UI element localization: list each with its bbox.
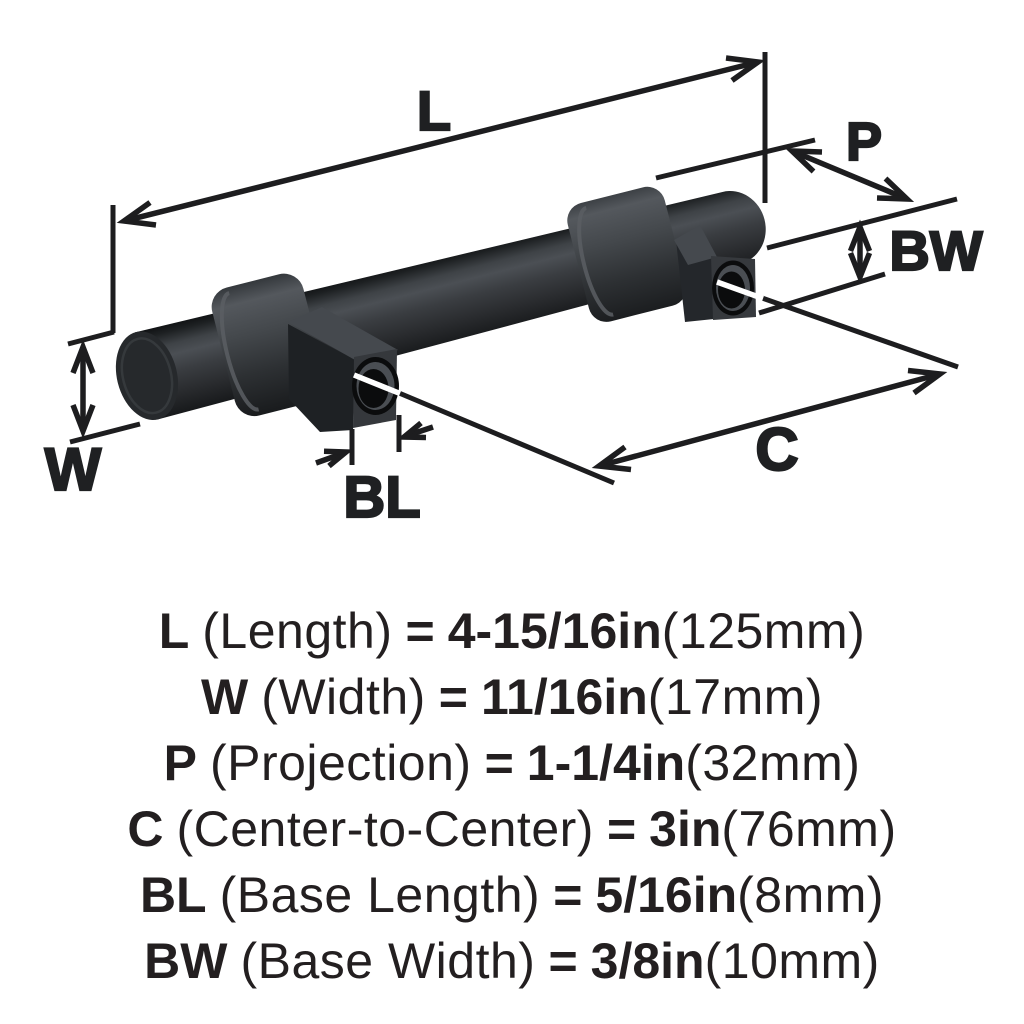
dimension-projection: P — [655, 111, 915, 202]
c-leader-left — [398, 390, 615, 486]
bw-arrowhead-top-icon — [847, 219, 873, 253]
right-collar — [567, 186, 687, 322]
spec-name: (Base Width) — [240, 933, 536, 989]
bw-label: BW — [889, 219, 982, 282]
spec-value: 4-15/16in — [447, 603, 662, 659]
spec-symbol: P — [163, 735, 197, 791]
spec-row-length: L(Length)=4-15/16in(125mm) — [0, 598, 1024, 664]
spec-equals: = — [484, 735, 514, 791]
left-post-top-face — [288, 307, 398, 360]
spec-value: 11/16in — [481, 669, 648, 725]
spec-equals: = — [548, 933, 578, 989]
spec-name: (Width) — [261, 669, 426, 725]
spec-symbol: W — [200, 669, 249, 725]
l-arrowhead-left-icon — [116, 200, 157, 228]
c-label: C — [755, 416, 798, 483]
spec-symbol: C — [127, 801, 164, 857]
spec-row-width: W(Width)=11/16in(17mm) — [0, 664, 1024, 730]
l-arrowhead-right-icon — [725, 55, 766, 83]
spec-value: 3/8in — [590, 933, 705, 989]
c-leader-left-inner — [352, 372, 402, 397]
dimension-base-width: BW — [758, 196, 984, 316]
spec-equals: = — [553, 867, 583, 923]
left-collar-rim-highlight — [219, 291, 260, 412]
spec-metric: (8mm) — [737, 867, 885, 923]
bar-end-cap-chamfer — [120, 337, 174, 415]
c-leader-right — [761, 295, 959, 370]
spec-name: (Projection) — [209, 735, 472, 791]
spec-value: 3in — [649, 801, 722, 857]
p-arrowhead-left-icon — [784, 148, 823, 174]
c-leader-right-inner — [716, 279, 764, 302]
bl-label: BL — [343, 465, 420, 530]
spec-symbol: L — [158, 603, 190, 659]
spec-metric: (125mm) — [661, 603, 866, 659]
spec-symbol: BW — [144, 933, 228, 989]
p-label: P — [846, 112, 882, 172]
p-extension-line — [655, 137, 816, 181]
p-dimension-line — [790, 148, 909, 202]
bw-arrowhead-bottom-icon — [847, 251, 873, 285]
spec-value: 5/16in — [595, 867, 738, 923]
bl-arrowhead-right-icon — [396, 420, 427, 441]
w-tick-top — [67, 329, 115, 347]
bl-arrowhead-left-icon — [323, 448, 354, 469]
w-label: W — [45, 436, 102, 503]
spec-list: L(Length)=4-15/16in(125mm) W(Width)=11/1… — [0, 598, 1024, 994]
spec-equals: = — [606, 801, 637, 857]
c-arrowhead-left-icon — [591, 444, 632, 473]
spec-metric: (17mm) — [647, 669, 824, 725]
dimension-center-to-center: C — [352, 279, 959, 486]
dimension-length: L — [110, 52, 768, 333]
spec-row-base-width: BW(Base Width)=3/8in(10mm) — [0, 928, 1024, 994]
spec-row-base-length: BL(Base Length)=5/16in(8mm) — [0, 862, 1024, 928]
c-arrowhead-right-icon — [907, 367, 948, 396]
spec-metric: (32mm) — [685, 735, 861, 791]
right-collar-rim-highlight — [577, 205, 614, 317]
spec-symbol: BL — [139, 867, 207, 923]
spec-equals: = — [438, 669, 468, 725]
w-arrowhead-top-icon — [70, 339, 96, 374]
l-dimension-line — [123, 59, 759, 224]
l-label: L — [417, 79, 451, 142]
dimension-width: W — [44, 329, 141, 504]
spec-value: 1-1/4in — [526, 735, 686, 791]
p-arrowhead-right-icon — [876, 176, 915, 202]
left-post-side-face — [288, 324, 355, 432]
bw-extension-line-top — [766, 196, 958, 251]
w-tick-bottom — [69, 421, 141, 445]
spec-equals: = — [405, 603, 435, 659]
spec-name: (Base Length) — [219, 867, 541, 923]
spec-name: (Center-to-Center) — [176, 801, 594, 857]
spec-metric: (76mm) — [721, 801, 897, 857]
spec-row-projection: P(Projection)=1-1/4in(32mm) — [0, 730, 1024, 796]
spec-row-center-to-center: C(Center-to-Center)=3in(76mm) — [0, 796, 1024, 862]
spec-metric: (10mm) — [704, 933, 880, 989]
spec-name: (Length) — [202, 603, 393, 659]
c-dimension-line — [598, 371, 941, 469]
w-arrowhead-bottom-icon — [70, 404, 96, 439]
bw-extension-line-bottom — [758, 271, 886, 316]
right-post-top-face — [674, 225, 717, 265]
dimension-base-length: BL — [315, 415, 434, 531]
